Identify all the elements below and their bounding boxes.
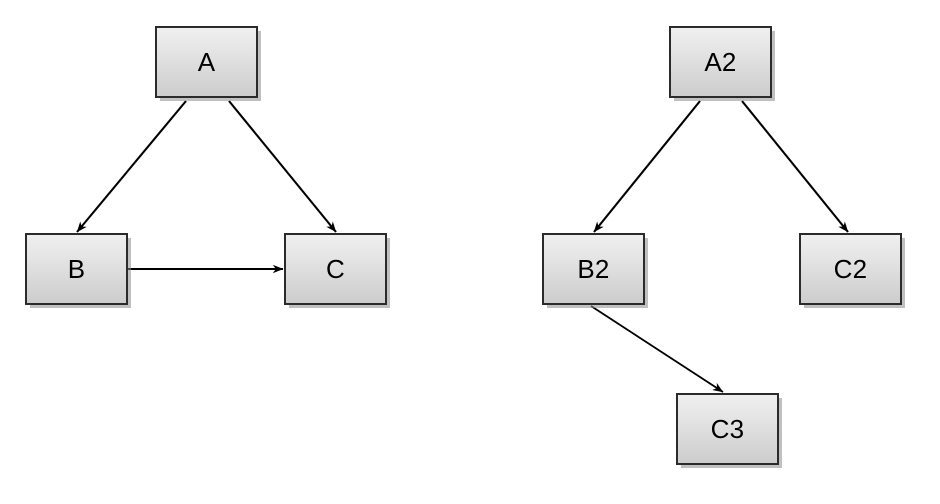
- edge-a-to-b: [76, 100, 187, 233]
- node-c2-label: C2: [833, 254, 868, 284]
- node-c[interactable]: C: [284, 233, 387, 305]
- node-c3[interactable]: C3: [676, 393, 779, 465]
- node-b[interactable]: B: [25, 233, 128, 305]
- node-b2[interactable]: B2: [542, 233, 645, 305]
- node-c3-label: C3: [710, 414, 745, 444]
- node-a-label: A: [197, 47, 216, 77]
- node-a2[interactable]: A2: [669, 26, 772, 98]
- node-a[interactable]: A: [155, 26, 258, 98]
- node-b-label: B: [67, 254, 86, 284]
- node-c-label: C: [326, 254, 345, 284]
- node-b2-label: B2: [577, 254, 610, 284]
- node-a2-label: A2: [704, 47, 737, 77]
- edge-b2-to-c3: [590, 305, 724, 393]
- edge-a-to-c: [228, 100, 337, 233]
- edge-a2-to-c2: [741, 100, 849, 233]
- node-c2[interactable]: C2: [799, 233, 902, 305]
- edge-a2-to-b2: [593, 100, 701, 233]
